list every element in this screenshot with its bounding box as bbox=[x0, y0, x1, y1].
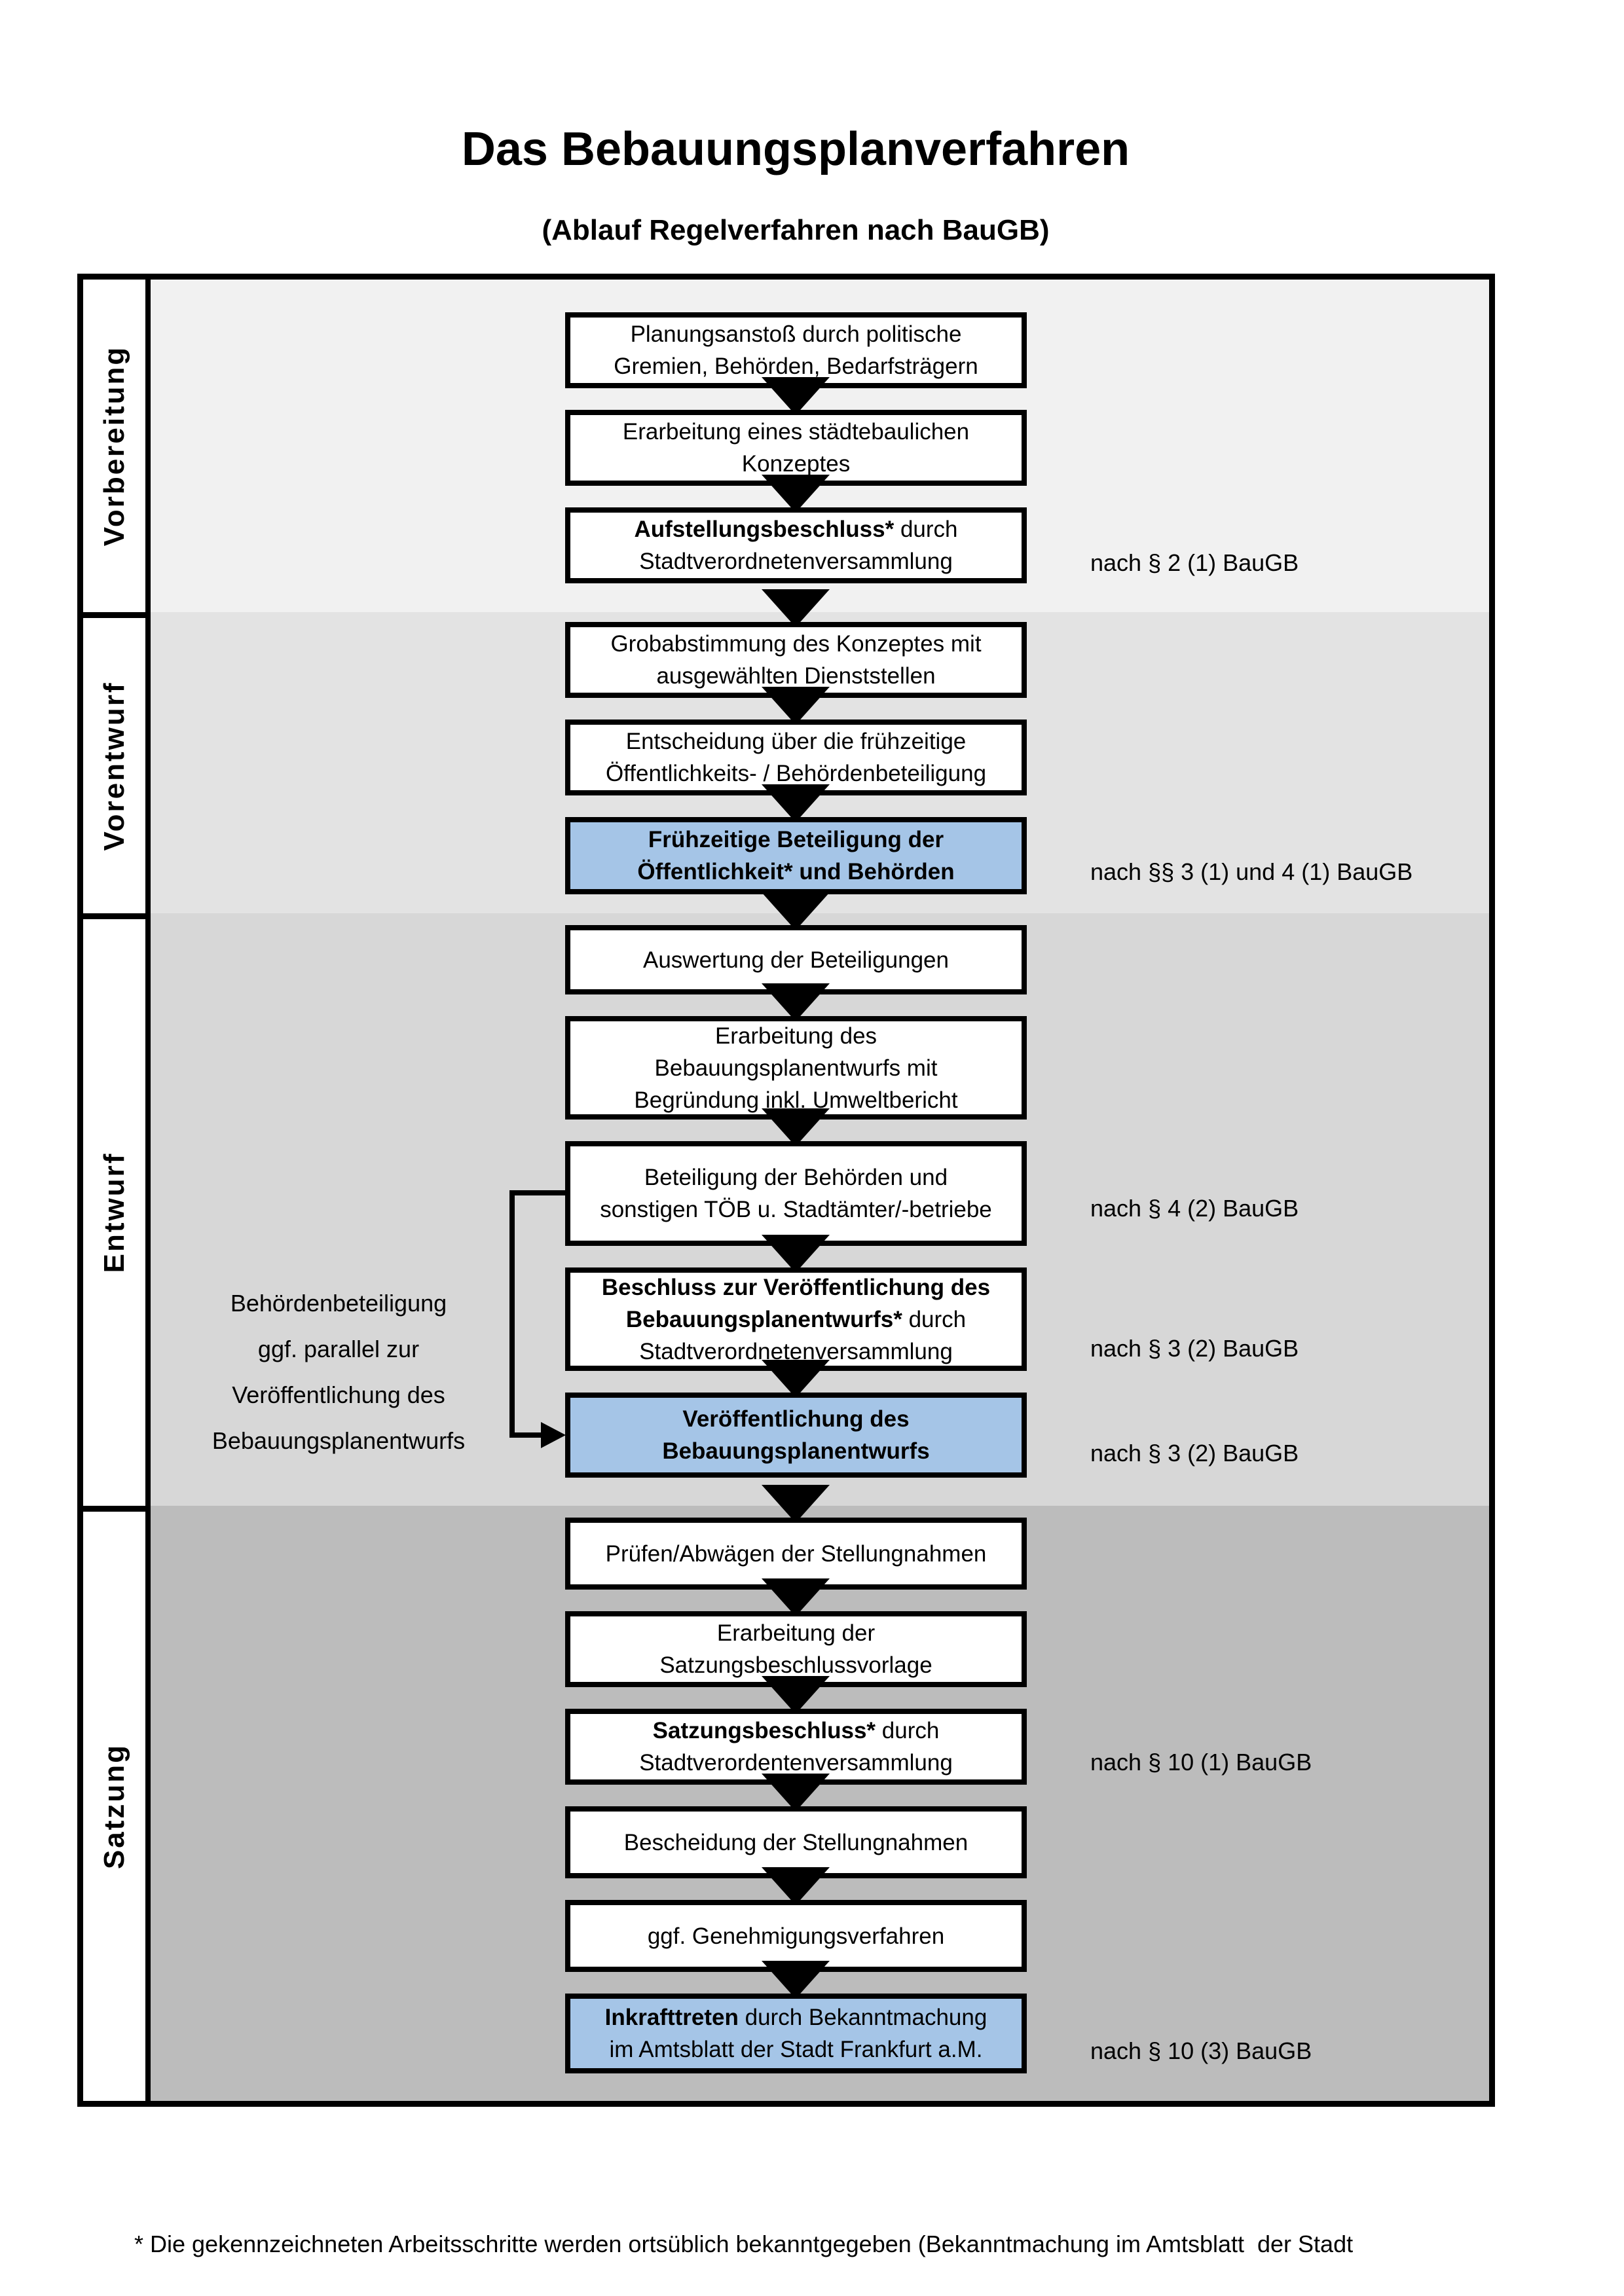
phase-divider bbox=[83, 612, 145, 618]
phase-column-divider bbox=[145, 280, 151, 2101]
flow-arrow-down-icon bbox=[762, 475, 830, 513]
flow-arrow-down-icon bbox=[762, 1235, 830, 1273]
phase-label-satzung: Satzung bbox=[98, 1743, 130, 1870]
phase-label-vorentwurf: Vorentwurf bbox=[98, 681, 130, 850]
legal-reference: nach §§ 3 (1) und 4 (1) BauGB bbox=[1090, 858, 1413, 885]
flow-arrow-down-icon bbox=[762, 784, 830, 822]
connector-arrow-right-icon bbox=[541, 1422, 566, 1448]
flow-arrow-down-icon bbox=[762, 589, 830, 627]
flow-arrow-down-icon bbox=[762, 1578, 830, 1616]
flow-arrow-down-icon bbox=[762, 687, 830, 725]
page-subtitle: (Ablauf Regelverfahren nach BauGB) bbox=[542, 214, 1050, 246]
side-note-behoerdenbeteiligung: Behördenbeteiligung ggf. parallel zur Ve… bbox=[212, 1290, 466, 1454]
phase-cell-vorbereitung: Vorbereitung bbox=[83, 280, 145, 612]
legal-reference: nach § 10 (3) BauGB bbox=[1090, 2037, 1312, 2064]
legal-reference: nach § 3 (2) BauGB bbox=[1090, 1335, 1299, 1362]
connector-line bbox=[509, 1190, 566, 1195]
flow-arrow-down-icon bbox=[762, 892, 830, 930]
connector-line bbox=[509, 1190, 515, 1438]
phase-divider bbox=[83, 1506, 145, 1512]
phase-divider bbox=[83, 913, 145, 919]
legal-reference: nach § 10 (1) BauGB bbox=[1090, 1749, 1312, 1776]
phase-label-entwurf: Entwurf bbox=[98, 1152, 130, 1273]
flow-arrow-down-icon bbox=[762, 1867, 830, 1905]
legal-reference: nach § 2 (1) BauGB bbox=[1090, 549, 1299, 576]
flow-arrow-down-icon bbox=[762, 1961, 830, 1999]
phase-label-vorbereitung: Vorbereitung bbox=[98, 345, 130, 547]
flow-arrow-down-icon bbox=[762, 1360, 830, 1398]
page-title: Das Bebauungsplanverfahren bbox=[461, 123, 1130, 175]
phase-cell-satzung: Satzung bbox=[83, 1512, 145, 2101]
flow-arrow-down-icon bbox=[762, 1485, 830, 1523]
phase-cell-entwurf: Entwurf bbox=[83, 919, 145, 1506]
legal-reference: nach § 4 (2) BauGB bbox=[1090, 1195, 1299, 1222]
flow-arrow-down-icon bbox=[762, 1676, 830, 1714]
flow-arrow-down-icon bbox=[762, 1108, 830, 1146]
flow-arrow-down-icon bbox=[762, 983, 830, 1021]
step-auswertung-beteiligungen: Auswertung der Beteiligungen bbox=[565, 925, 1027, 994]
legal-reference: nach § 3 (2) BauGB bbox=[1090, 1440, 1299, 1467]
footnote-line: * Die gekennzeichneten Arbeitsschritte w… bbox=[134, 2231, 1354, 2257]
connector-line bbox=[509, 1432, 546, 1438]
footnote: * Die gekennzeichneten Arbeitsschritte w… bbox=[134, 2151, 1549, 2296]
flow-arrow-down-icon bbox=[762, 1774, 830, 1812]
flow-arrow-down-icon bbox=[762, 377, 830, 415]
phase-cell-vorentwurf: Vorentwurf bbox=[83, 618, 145, 913]
